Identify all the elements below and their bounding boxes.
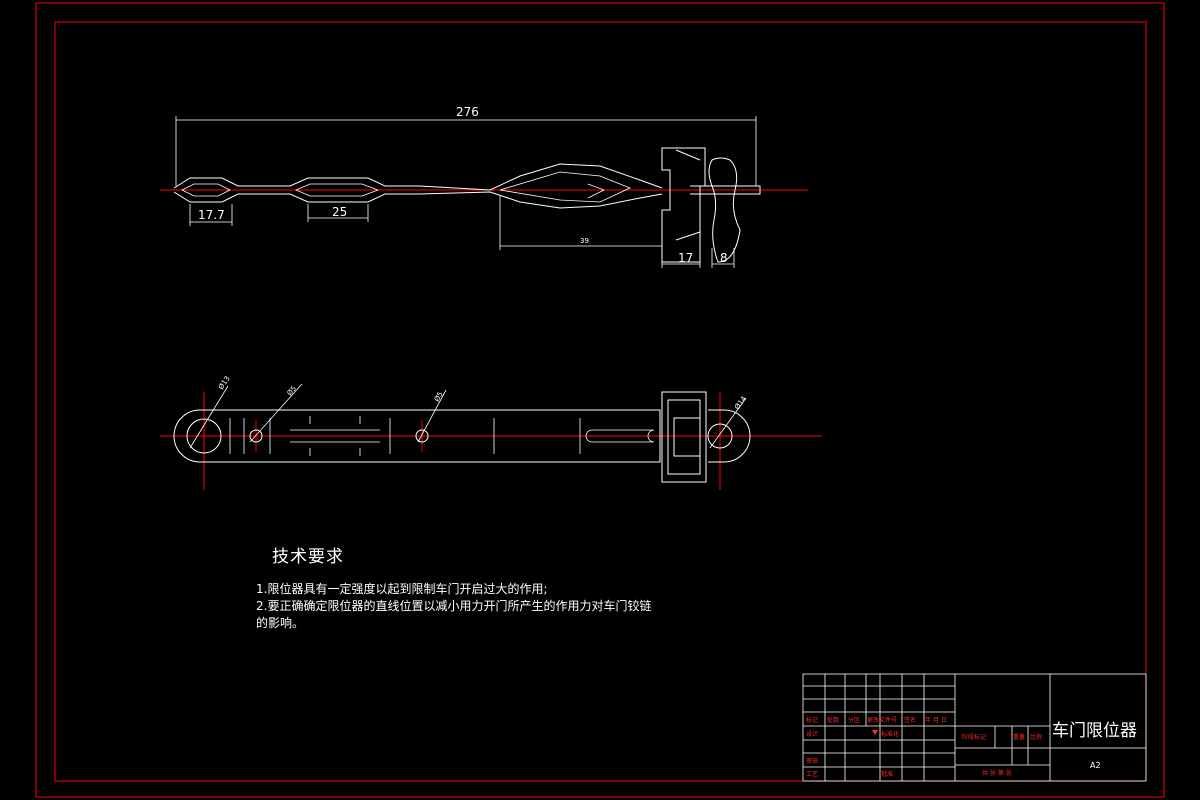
tb-standardize: 标准化 bbox=[881, 730, 899, 738]
tb-approve: 批准 bbox=[881, 770, 893, 778]
note-item-1: 1.限位器具有一定强度以起到限制车门开启过大的作用; bbox=[256, 582, 548, 596]
dimension-lines bbox=[175, 116, 757, 268]
side-view: 276 17.7 25 39 17 8 bbox=[160, 105, 808, 268]
note-item-2: 2.要正确确定限位器的直线位置以减小用力开门所产生的作用力对车门铰链 bbox=[256, 599, 652, 613]
dim-overall-length: 276 bbox=[456, 105, 479, 119]
plan-view-right-eye bbox=[707, 423, 733, 449]
dim-taper-length: 39 bbox=[580, 237, 589, 245]
tb-scale: 比例 bbox=[1030, 733, 1042, 741]
tb-change-doc: 更改文件号 bbox=[867, 716, 897, 724]
technical-requirements: 技术要求 1.限位器具有一定强度以起到限制车门开启过大的作用; 2.要正确确定限… bbox=[256, 542, 776, 632]
plan-view-hole-1 bbox=[249, 429, 263, 443]
outer-frame bbox=[35, 2, 1165, 798]
side-view-rod-outline bbox=[173, 163, 663, 209]
plan-view-housing bbox=[661, 391, 707, 483]
tb-review: 审核 bbox=[806, 757, 818, 765]
tb-count: 处数 bbox=[827, 716, 839, 724]
dim-dia-left: Ø13 bbox=[217, 375, 232, 391]
tb-signature: 签名 bbox=[904, 716, 916, 724]
tb-date: 年 月 日 bbox=[925, 716, 947, 724]
tb-design: 设计 bbox=[806, 730, 818, 738]
tb-mark: 标记 bbox=[806, 716, 818, 724]
tb-zone: 分区 bbox=[848, 716, 860, 724]
dim-cap-width: 8 bbox=[720, 251, 728, 265]
tb-part-name: 车门限位器 bbox=[1052, 721, 1137, 741]
dim-dia-hole-1: Ø5 bbox=[286, 385, 299, 398]
tb-sheet-size: A2 bbox=[1090, 761, 1101, 770]
tb-stage-mark: 阶段标记 bbox=[962, 733, 986, 741]
dim-end-width: 17.7 bbox=[198, 208, 225, 222]
tb-arrow-marker bbox=[872, 730, 878, 735]
plan-view-slots bbox=[229, 416, 655, 456]
side-view-housing bbox=[661, 147, 706, 263]
dim-dia-hole-2: Ø5 bbox=[433, 390, 445, 403]
dim-housing-width: 17 bbox=[678, 251, 693, 265]
dim-mid-length: 25 bbox=[332, 205, 347, 219]
plan-view-outline bbox=[173, 409, 751, 463]
title-block-labels: 标记 处数 分区 更改文件号 签名 年 月 日 设计 标准化 审核 工艺 批准 … bbox=[806, 716, 1137, 778]
inner-frame bbox=[54, 21, 1147, 782]
side-view-inner-lines bbox=[181, 171, 632, 203]
tb-sheets: 共 张 第 张 bbox=[982, 769, 1012, 777]
side-view-cap bbox=[705, 157, 761, 263]
dim-dia-right: Ø14 bbox=[733, 394, 748, 411]
plan-view: Ø13 Ø5 Ø5 Ø14 bbox=[160, 375, 822, 490]
note-item-3: 的影响。 bbox=[256, 616, 305, 630]
plan-view-hole-2 bbox=[415, 429, 429, 443]
tb-process: 工艺 bbox=[806, 770, 818, 778]
plan-view-left-eye bbox=[186, 418, 222, 454]
tb-weight: 重量 bbox=[1013, 733, 1025, 741]
notes-heading: 技术要求 bbox=[272, 547, 344, 567]
title-block bbox=[802, 673, 1147, 782]
